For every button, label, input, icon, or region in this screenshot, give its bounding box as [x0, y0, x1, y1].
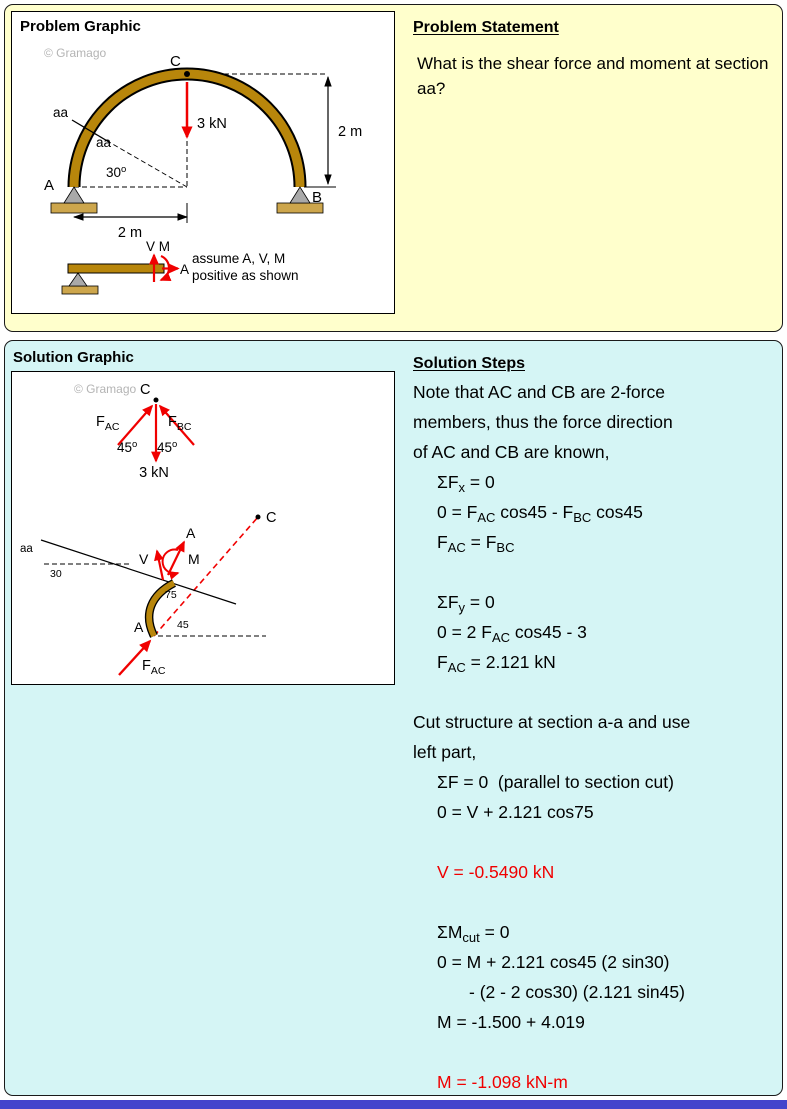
- sign-convention-diagram: V M A assume A, V, M positive as shown: [61, 239, 299, 295]
- step-line: ΣFy = 0: [437, 592, 495, 615]
- label-m: M: [188, 551, 200, 567]
- problem-statement-column: Problem Statement What is the shear forc…: [403, 11, 776, 325]
- support-b: [276, 186, 324, 214]
- solution-steps-column: Solution Steps Note that AC and CB are 2…: [403, 347, 776, 1092]
- step-line: members, thus the force direction: [413, 412, 673, 432]
- label-c2: C: [266, 510, 276, 526]
- joint-c-fbd: C FAC FBC 45o 45o 3 kN: [96, 382, 195, 481]
- label-aa-outer: aa: [53, 105, 69, 120]
- problem-statement-title: Problem Statement: [413, 19, 559, 36]
- shear-arrow: [154, 549, 165, 581]
- construction-lines: [74, 73, 328, 188]
- label-axial-a: A: [186, 525, 196, 541]
- step-line: M = -1.098 kN-m: [437, 1072, 568, 1092]
- step-line: ΣFx = 0: [437, 472, 495, 495]
- angle-75-label: 75: [165, 589, 177, 601]
- step-line: V = -0.5490 kN: [437, 862, 555, 882]
- assume-text-line2: positive as shown: [192, 268, 299, 283]
- step-blank-line: [413, 887, 772, 917]
- step-line: 0 = FAC cos45 - FBC cos45: [437, 502, 643, 525]
- height-dimension-label: 2 m: [338, 124, 362, 140]
- problem-graphic-box: Problem Graphic © Gramago: [11, 11, 395, 314]
- joint-c-dot: [153, 397, 159, 403]
- step-line: ΣMcut = 0: [437, 922, 510, 945]
- angle-30-label: 30: [50, 568, 62, 580]
- fac-arrow-bottom: [118, 639, 152, 676]
- label-fbc-top: FBC: [168, 414, 192, 433]
- label-v-m: V M: [146, 239, 170, 254]
- member-segment: [144, 579, 177, 638]
- step-line: of AC and CB are known,: [413, 442, 610, 462]
- section-aa-line: [40, 539, 237, 605]
- step-line: M = -1.500 + 4.019: [437, 1012, 585, 1032]
- problem-graphic-column: Problem Graphic © Gramago: [11, 11, 403, 325]
- assume-text-line1: assume A, V, M: [192, 251, 285, 266]
- label-fac-top: FAC: [96, 414, 120, 433]
- line-of-action-dashed: [153, 516, 259, 637]
- label-fac-bottom: FAC: [142, 658, 166, 677]
- step-line: - (2 - 2 cos30) (2.121 sin45): [469, 982, 685, 1002]
- problem-graphic-title: Problem Graphic: [20, 18, 141, 35]
- section-aa-line: [71, 119, 110, 143]
- step-line: 0 = M + 2.121 cos45 (2 sin30): [437, 952, 670, 972]
- label-c: C: [170, 53, 181, 70]
- cut-segment-fbd: C aa 30 V M: [20, 510, 276, 677]
- step-line: FAC = FBC: [437, 532, 515, 555]
- solution-panel: Solution Graphic © Gramago C: [4, 340, 783, 1096]
- solution-steps-title: Solution Steps: [413, 355, 525, 372]
- step-line: Cut structure at section a-a and use: [413, 712, 691, 732]
- label-mini-a: A: [180, 262, 189, 277]
- angle-45-left-label: 45o: [117, 439, 137, 455]
- step-line: 0 = 2 FAC cos45 - 3: [437, 622, 587, 645]
- problem-statement-text: What is the shear force and moment at se…: [417, 54, 769, 98]
- load-label: 3 kN: [139, 465, 169, 481]
- step-blank-line: [413, 557, 772, 587]
- solution-fbd-diagram: © Gramago C FAC FBC 45o 45o 3 kN: [20, 382, 276, 677]
- label-aa: aa: [20, 543, 33, 555]
- watermark: © Gramago: [44, 46, 107, 60]
- problem-arch-diagram: © Gramago C: [44, 46, 362, 295]
- step-line: 0 = V + 2.121 cos75: [437, 802, 594, 822]
- step-blank-line: [413, 827, 772, 857]
- label-c-top: C: [140, 382, 150, 398]
- label-aa-inner: aa: [96, 135, 112, 150]
- step-line: FAC = 2.121 kN: [437, 652, 556, 675]
- problem-panel: Problem Graphic © Gramago: [4, 4, 783, 332]
- fac-arrow-top: [117, 404, 154, 446]
- solution-steps: Note that AC and CB are 2-force members, …: [413, 377, 772, 1097]
- label-b: B: [312, 189, 322, 206]
- solution-graphic-column: Solution Graphic © Gramago C: [11, 347, 403, 1089]
- page: Problem Graphic © Gramago: [0, 4, 787, 1109]
- solution-graphic-title: Solution Graphic: [13, 349, 134, 366]
- fbc-arrow-top: [158, 404, 195, 446]
- label-joint-a: A: [134, 619, 144, 635]
- angle-45-label: 45: [177, 619, 189, 631]
- load-label: 3 kN: [197, 116, 227, 132]
- angle-30-label: 30o: [106, 164, 126, 180]
- moment-arrow: [161, 548, 180, 580]
- watermark: © Gramago: [74, 382, 137, 396]
- next-panel-edge: [0, 1100, 787, 1109]
- label-a: A: [44, 177, 54, 194]
- axial-arrow: [167, 540, 185, 576]
- step-line: left part,: [413, 742, 477, 762]
- solution-graphic-box: © Gramago C FAC FBC 45o 45o 3 kN: [11, 371, 395, 685]
- step-line: ΣF = 0 (parallel to section cut): [437, 772, 674, 792]
- step-line: Note that AC and CB are 2-force: [413, 382, 665, 402]
- label-v: V: [139, 551, 149, 567]
- point-c-dot: [184, 71, 190, 77]
- step-blank-line: [413, 677, 772, 707]
- point-c-dot: [255, 514, 261, 520]
- step-blank-line: [413, 1037, 772, 1067]
- support-a: [50, 186, 98, 214]
- width-dimension-label: 2 m: [118, 225, 142, 241]
- angle-45-right-label: 45o: [157, 439, 177, 455]
